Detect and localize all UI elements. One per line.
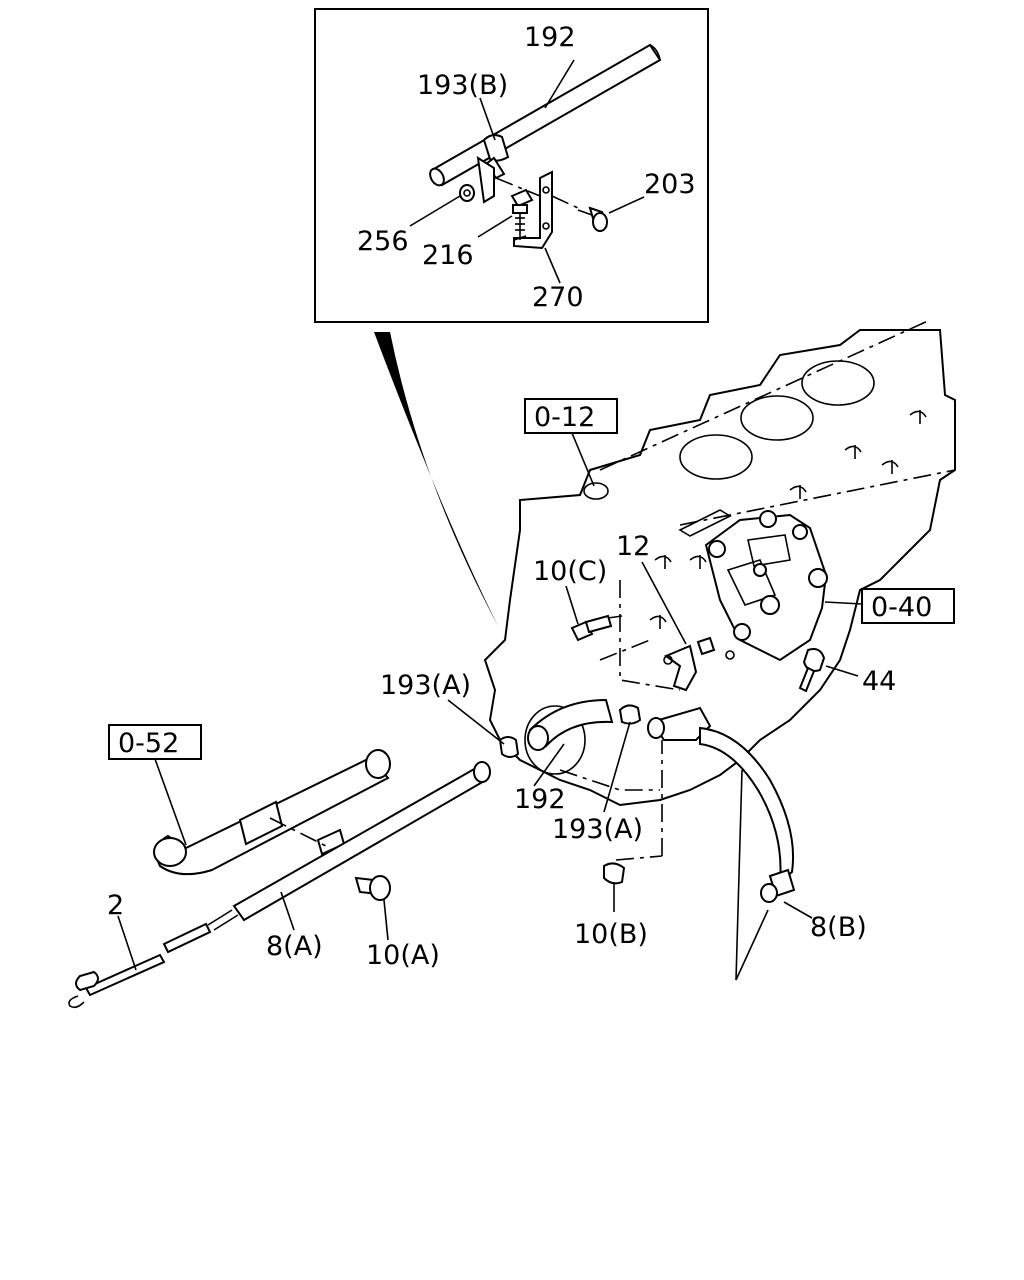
ref-0-40: 0-40 [824, 588, 955, 624]
dipstick-2 [68, 915, 212, 1009]
label-256: 256 [357, 226, 409, 257]
label-8a: 8(A) [266, 931, 323, 962]
label-44: 44 [862, 666, 896, 697]
label-216: 216 [422, 240, 474, 271]
bolt-10c [565, 585, 623, 642]
bracket-12 [641, 561, 735, 692]
clip-193a-left [447, 699, 520, 758]
label-2: 2 [107, 890, 124, 921]
label-10c: 10(C) [533, 556, 607, 587]
inset-clip [476, 134, 510, 204]
inset-bolt-216 [510, 188, 534, 240]
label-8b: 8(B) [810, 912, 867, 943]
guide-tube [153, 749, 391, 876]
mount-bracket [704, 510, 828, 662]
ref-0-40-text: 0-40 [871, 592, 932, 623]
inset-nut-256 [459, 184, 475, 202]
ref-0-52-text: 0-52 [118, 728, 179, 759]
hose-192 [527, 698, 614, 787]
label-193b: 193(B) [417, 70, 508, 101]
bolt-10b [603, 740, 663, 912]
ref-0-12: 0-12 [524, 398, 618, 487]
inset-bracket [513, 170, 553, 250]
label-10a: 10(A) [366, 940, 440, 971]
tube-8a [207, 761, 491, 931]
detail-inset: 192 193(B) 203 256 216 270 [314, 8, 709, 323]
ref-0-52: 0-52 [108, 724, 202, 846]
inset-pointer [374, 332, 498, 626]
label-203: 203 [644, 169, 696, 200]
label-193a-right: 193(A) [552, 814, 643, 845]
label-192: 192 [524, 22, 576, 53]
clip-193a-right [603, 704, 642, 813]
label-192: 192 [514, 784, 566, 815]
inset-bolt-203 [577, 206, 608, 232]
label-270: 270 [532, 282, 584, 313]
label-12: 12 [616, 531, 650, 562]
label-193a-left: 193(A) [380, 670, 471, 701]
bolt-44 [798, 648, 859, 693]
pipe-8b [647, 706, 813, 981]
ref-0-12-text: 0-12 [534, 402, 595, 433]
label-10b: 10(B) [574, 919, 648, 950]
bolt-10a [354, 875, 391, 941]
